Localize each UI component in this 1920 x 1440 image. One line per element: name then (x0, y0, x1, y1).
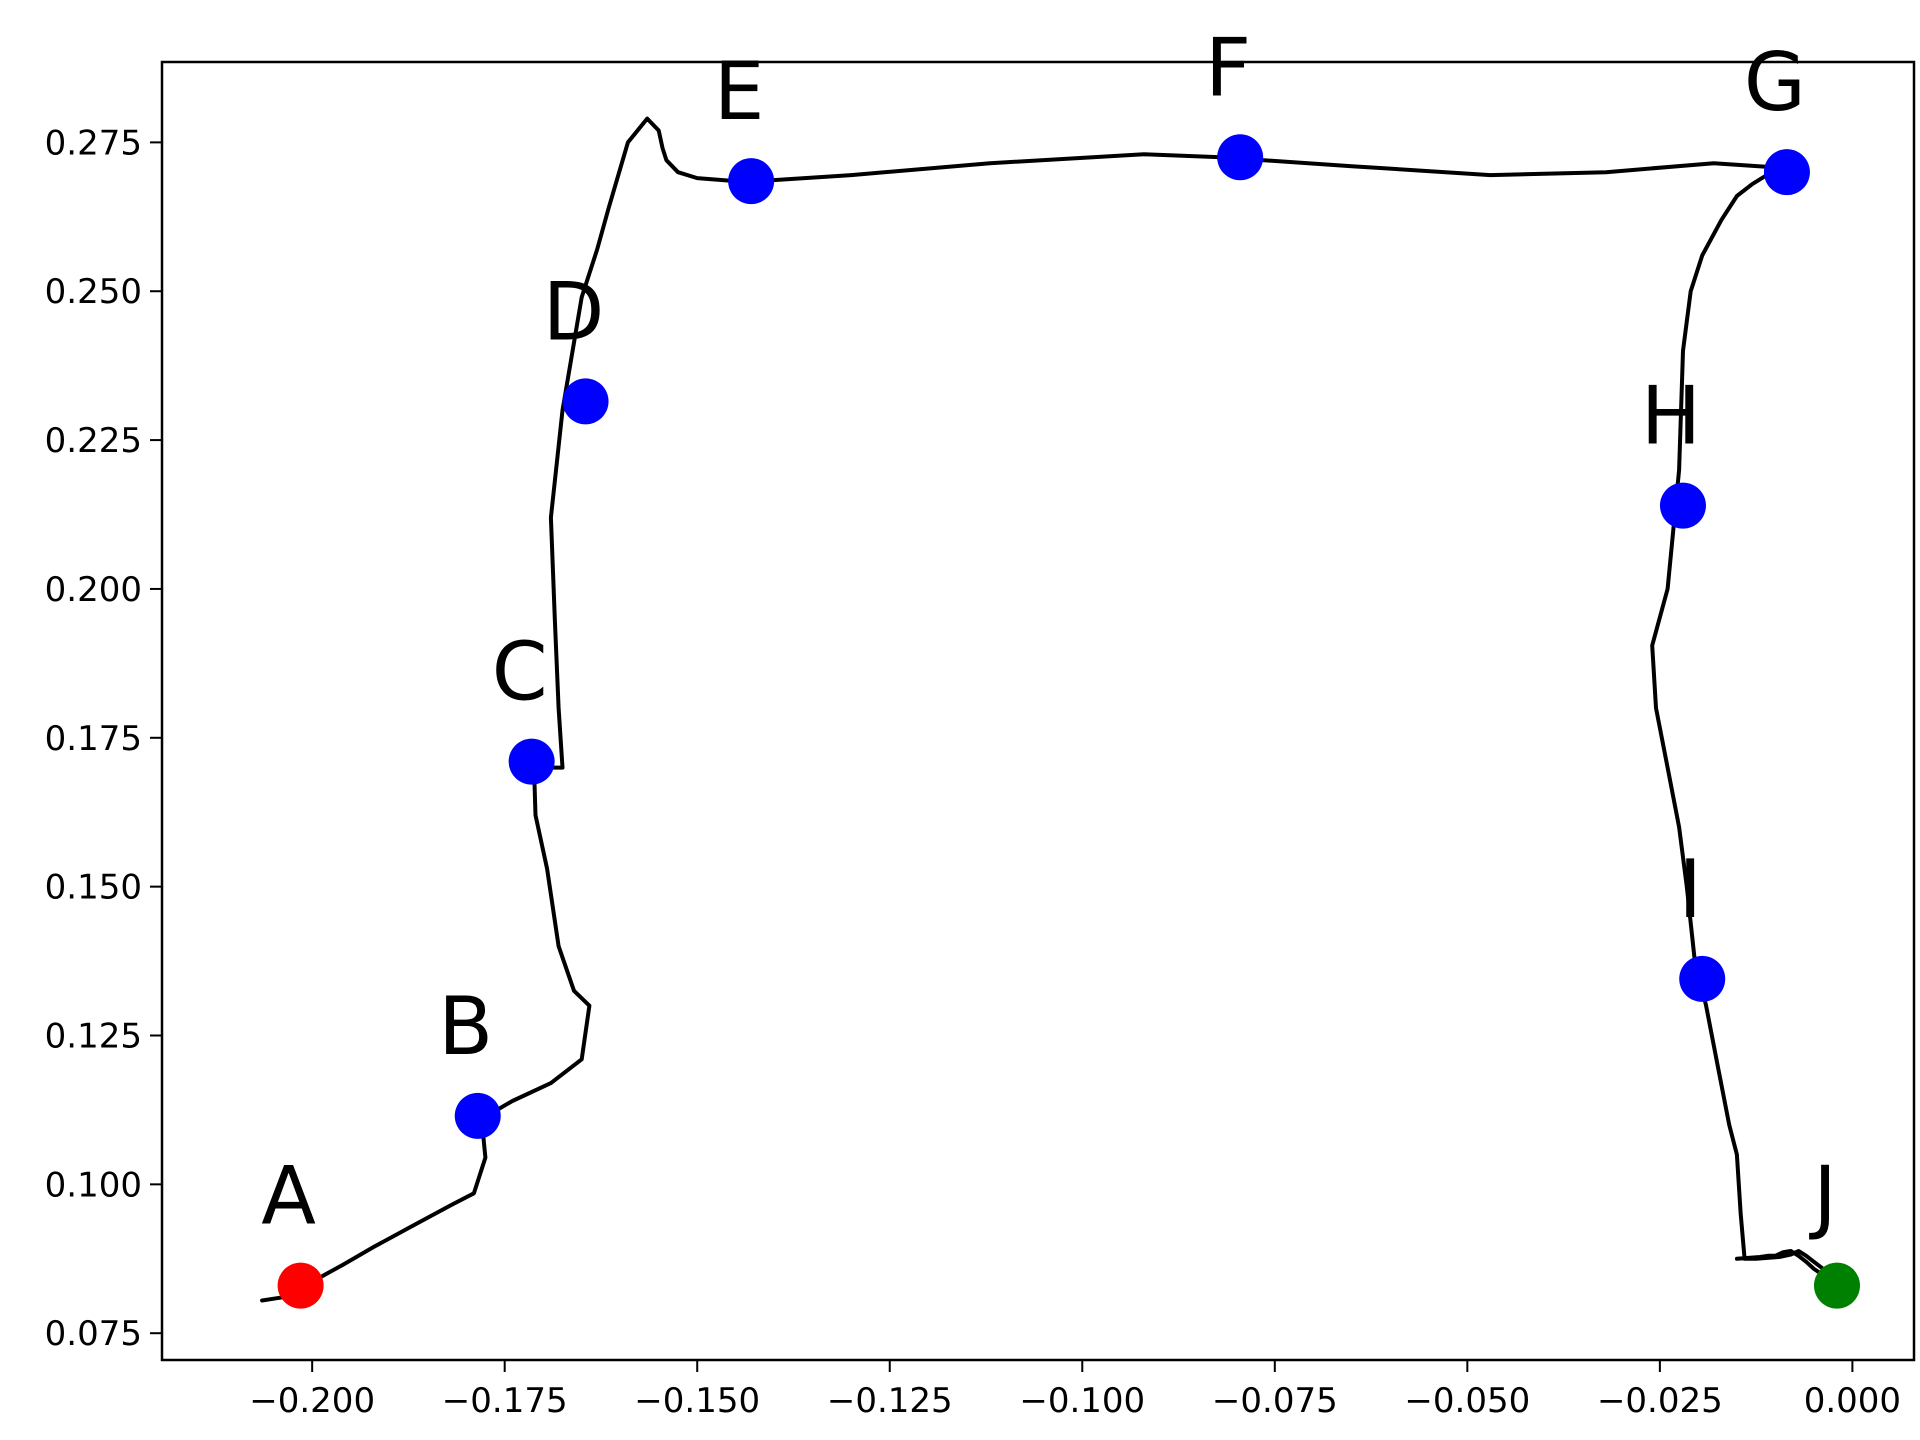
axis-ticks (150, 141, 1854, 1372)
x-tick-label: −0.150 (634, 1381, 760, 1421)
marker-i (1679, 955, 1726, 1002)
point-label-b: B (438, 980, 493, 1073)
marker-a (277, 1262, 324, 1309)
marker-e (728, 158, 775, 205)
trajectory-line (260, 116, 1839, 1303)
y-tick-label: 0.075 (45, 1314, 142, 1354)
point-labels: A B C D E F G H I J (261, 21, 1837, 1242)
y-tick-label: 0.225 (45, 421, 142, 461)
marker-d (562, 378, 609, 425)
y-tick-label: 0.275 (45, 123, 142, 163)
axis-tick-labels: −0.200 −0.175 −0.150 −0.125 −0.100 −0.075 −0.0… (45, 123, 1901, 1421)
x-tick-label: −0.075 (1212, 1381, 1338, 1421)
point-label-j: J (1808, 1150, 1837, 1243)
x-tick-label: −0.050 (1404, 1381, 1530, 1421)
marker-f (1217, 134, 1264, 181)
y-tick-label: 0.250 (45, 272, 142, 312)
x-tick-label: −0.175 (442, 1381, 568, 1421)
y-tick-label: 0.150 (45, 868, 142, 908)
marker-b (454, 1092, 501, 1139)
y-tick-label: 0.200 (45, 570, 142, 610)
plot-frame (160, 60, 1916, 1362)
point-label-g: G (1744, 36, 1806, 129)
point-label-i: I (1678, 843, 1702, 936)
point-markers (277, 134, 1860, 1309)
point-label-h: H (1641, 370, 1701, 463)
point-label-f: F (1205, 21, 1251, 114)
x-tick-label: −0.025 (1597, 1381, 1723, 1421)
marker-j (1813, 1262, 1860, 1309)
y-tick-label: 0.100 (45, 1165, 142, 1205)
marker-h (1659, 482, 1706, 529)
x-tick-label: −0.100 (1019, 1381, 1145, 1421)
y-tick-label: 0.125 (45, 1017, 142, 1057)
marker-g (1763, 149, 1810, 196)
point-label-d: D (543, 265, 605, 358)
point-label-c: C (492, 626, 548, 719)
point-label-a: A (261, 1150, 316, 1243)
x-tick-label: −0.125 (827, 1381, 953, 1421)
x-tick-label: −0.200 (249, 1381, 375, 1421)
point-label-e: E (714, 45, 765, 138)
marker-c (508, 738, 555, 785)
y-tick-label: 0.175 (45, 719, 142, 759)
x-tick-label: 0.000 (1804, 1381, 1901, 1421)
